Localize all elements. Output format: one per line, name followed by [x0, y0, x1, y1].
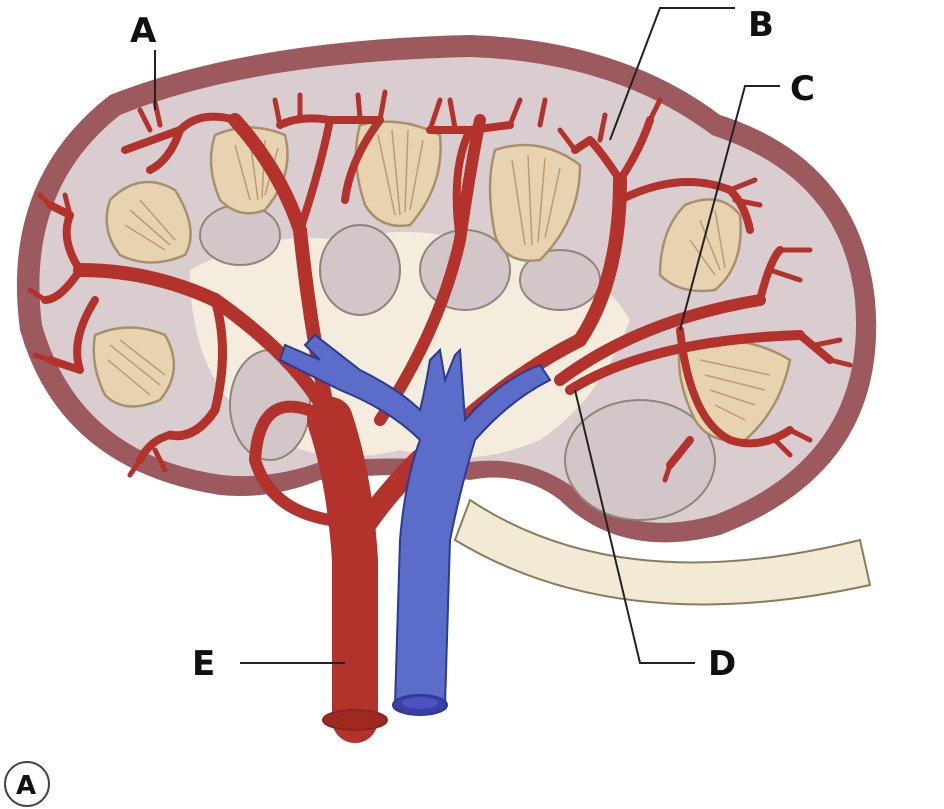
label-D: D: [708, 644, 736, 684]
label-E: E: [192, 644, 215, 684]
ureter: [453, 498, 872, 606]
renal-vein: [278, 333, 552, 716]
leader-B: [609, 7, 735, 141]
pyramid-striations: [107, 129, 771, 421]
renal-arteries: [27, 89, 853, 743]
label-B: B: [748, 5, 774, 45]
panel-marker-text: A: [16, 771, 36, 801]
leader-D: [574, 389, 695, 664]
label-A: A: [130, 11, 157, 51]
renal-pyramids: [92, 120, 792, 443]
leader-C: [679, 85, 780, 331]
panel-marker: A: [4, 761, 50, 807]
label-C: C: [790, 69, 815, 109]
leader-lines: [154, 7, 780, 664]
